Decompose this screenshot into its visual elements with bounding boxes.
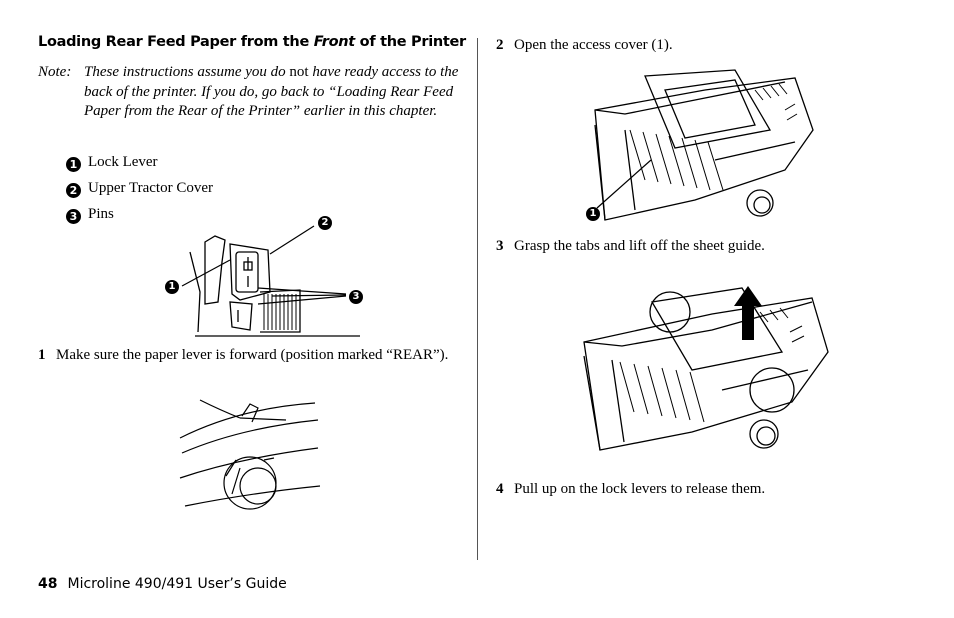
step-number: 1: [38, 347, 46, 363]
legend-number: 3: [66, 209, 81, 224]
note-body: These instructions assume you do not hav…: [84, 63, 468, 122]
legend-item-pins: 3 Pins: [66, 204, 114, 224]
tractor-figure: 1 2 3: [160, 216, 370, 342]
heading-text: Loading Rear Feed Paper from the: [38, 34, 314, 50]
printer-open-cover-figure: 1: [585, 69, 815, 222]
legend-label: Lock Lever: [88, 154, 158, 170]
paper-lever-illustration: [179, 399, 321, 510]
legend-number: 1: [66, 157, 81, 172]
figure-callout-3: 3: [349, 290, 363, 304]
note-text-a: These instructions assume you do: [84, 64, 290, 80]
legend-item-lock-lever: 1 Lock Lever: [66, 152, 158, 172]
figure-callout-1: 1: [165, 280, 179, 294]
column-divider: [477, 38, 478, 560]
step-text: Open the access cover (1).: [514, 37, 673, 53]
legend-label: Pins: [88, 206, 114, 222]
step-text: Pull up on the lock levers to release th…: [514, 481, 766, 497]
footer-title: Microline 490/491 User’s Guide: [67, 576, 287, 592]
heading-text-end: of the Printer: [354, 34, 467, 50]
printer-sheet-guide-figure: [582, 272, 830, 452]
step-text: Grasp the tabs and lift off the sheet gu…: [514, 238, 765, 254]
step-number: 4: [496, 481, 504, 497]
tractor-illustration: [181, 225, 360, 337]
legend-item-upper-tractor-cover: 2 Upper Tractor Cover: [66, 178, 213, 198]
figure-callout-2: 2: [318, 216, 332, 230]
step-3: 3 Grasp the tabs and lift off the sheet …: [496, 236, 916, 256]
section-heading: Loading Rear Feed Paper from the Front o…: [38, 34, 466, 50]
page-number: 48: [38, 576, 58, 592]
note-not: not: [289, 64, 309, 80]
step-text: Make sure the paper lever is forward (po…: [56, 347, 449, 363]
step-number: 3: [496, 238, 504, 254]
printer-illustration-1: [594, 69, 814, 221]
legend-label: Upper Tractor Cover: [88, 180, 213, 196]
heading-emphasis: Front: [313, 34, 355, 50]
paper-lever-figure: [179, 398, 321, 516]
step-2: 2 Open the access cover (1).: [496, 35, 916, 55]
step-4: 4 Pull up on the lock levers to release …: [496, 479, 916, 499]
note-text-b: have ready access to the back of the pri…: [84, 64, 459, 119]
printer-illustration-2: [583, 286, 829, 451]
step-1: 1 Make sure the paper lever is forward (…: [38, 345, 458, 385]
step-number: 2: [496, 37, 504, 53]
step2-callout-1: 1: [586, 207, 600, 221]
page-footer: 48 Microline 490/491 User’s Guide: [38, 576, 287, 592]
legend-number: 2: [66, 183, 81, 198]
note-label: Note:: [38, 64, 72, 80]
